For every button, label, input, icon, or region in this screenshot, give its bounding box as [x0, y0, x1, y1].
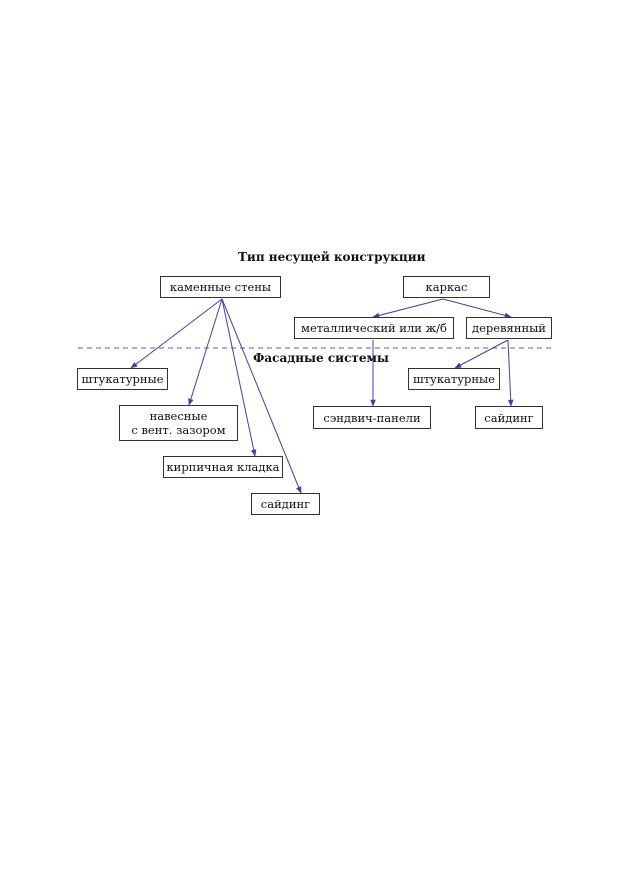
frame-box: каркас [403, 276, 490, 298]
arrow-stone-to-brick [221, 298, 257, 457]
arrow-stone-to-siding-left [221, 298, 302, 494]
arrow-stone-to-ventilated [188, 298, 223, 406]
arrow-frame-to-wooden [442, 298, 512, 319]
siding-right-box: сайдинг [475, 406, 543, 429]
plaster-right-box: штукатурные [408, 368, 500, 390]
facade-systems-heading: Фасадные системы [253, 351, 389, 365]
metal-or-rc-frame-box: металлический или ж/б [294, 317, 454, 339]
arrow-frame-to-metal [372, 298, 444, 319]
brick-cladding-box: кирпичная кладка [163, 456, 283, 478]
siding-left-box: сайдинг [251, 493, 320, 515]
arrow-wooden-to-plaster-right [454, 339, 509, 369]
arrow-stone-to-plaster-left [130, 298, 223, 369]
stone-walls-box: каменные стены [160, 276, 281, 298]
sandwich-panels-box: сэндвич-панели [313, 406, 431, 429]
arrow-wooden-to-siding-right [507, 339, 514, 407]
load-bearing-type-heading: Тип несущей конструкции [238, 250, 426, 264]
plaster-left-box: штукатурные [77, 368, 168, 390]
ventilated-facade-box: навесные с вент. зазором [119, 405, 238, 441]
wooden-frame-box: деревянный [466, 317, 552, 339]
